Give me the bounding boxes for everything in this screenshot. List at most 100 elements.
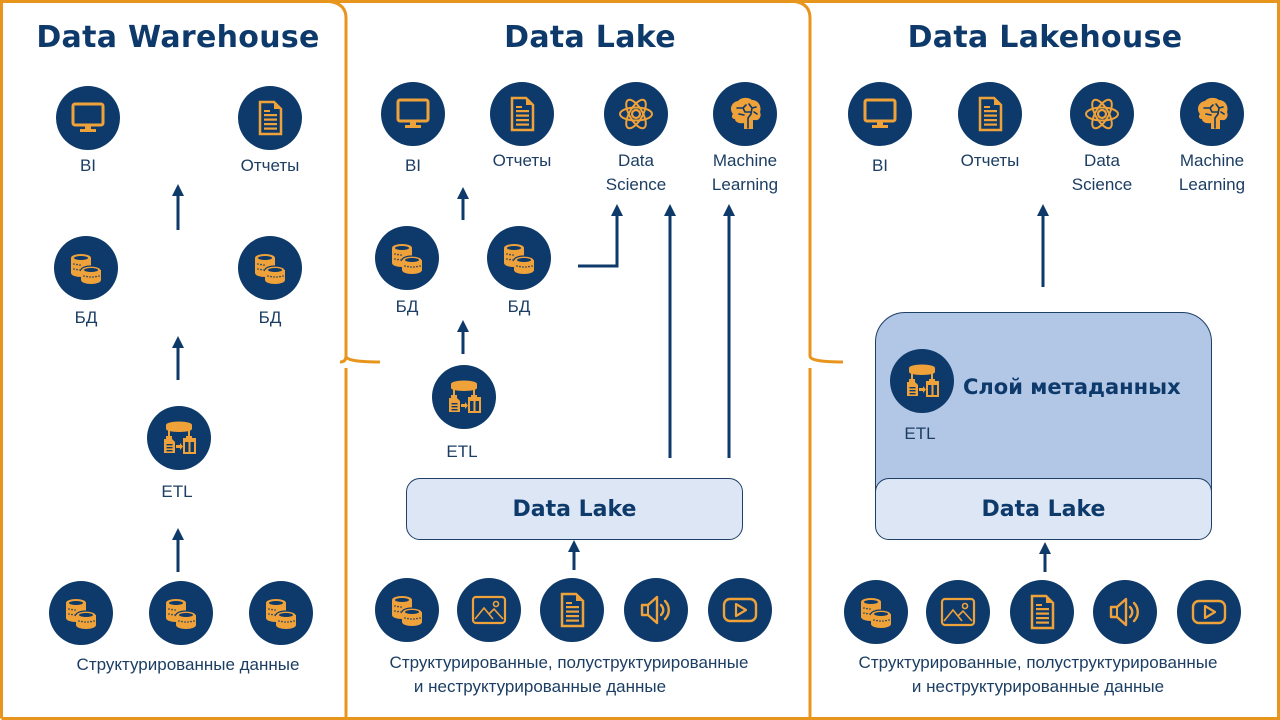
atom-icon xyxy=(616,94,656,134)
atom-icon xyxy=(1082,94,1122,134)
lakehouse-source-structured xyxy=(844,580,908,644)
warehouse-db-label-2: БД xyxy=(258,308,282,327)
speaker-icon xyxy=(636,590,676,630)
document-icon xyxy=(502,94,542,134)
document-icon xyxy=(970,94,1010,134)
lake-source-structured xyxy=(375,578,439,642)
lakehouse-sources-caption-1: Структурированные, полуструктурированные xyxy=(858,653,1218,672)
lakehouse-ml-label-1: Machine xyxy=(1179,151,1245,170)
warehouse-reports-node xyxy=(238,86,302,150)
document-icon xyxy=(1022,592,1062,632)
database-coins-icon xyxy=(856,592,896,632)
database-coins-icon xyxy=(261,593,301,633)
warehouse-etl-node xyxy=(147,406,211,470)
document-icon xyxy=(552,590,592,630)
lake-source-document xyxy=(540,578,604,642)
image-icon xyxy=(938,592,978,632)
lake-etl-label: ETL xyxy=(446,442,478,461)
warehouse-bi-label: BI xyxy=(79,156,97,175)
etl-icon xyxy=(444,377,484,417)
warehouse-db-node-2 xyxy=(238,236,302,300)
lake-bi-node xyxy=(381,82,445,146)
database-coins-icon xyxy=(387,238,427,278)
lake-source-audio xyxy=(624,578,688,642)
monitor-icon xyxy=(860,94,900,134)
lake-title: Data Lake xyxy=(504,20,676,55)
lake-bi-label: BI xyxy=(404,156,422,175)
warehouse-source-1 xyxy=(49,581,113,645)
lakehouse-datascience-label-1: Data xyxy=(1084,151,1120,170)
divider-left xyxy=(329,0,381,718)
warehouse-source-2 xyxy=(149,581,213,645)
lakehouse-ml-node xyxy=(1180,82,1244,146)
lake-sources-caption-2: и неструктурированные данные xyxy=(413,677,667,696)
lakehouse-source-video xyxy=(1177,580,1241,644)
lakehouse-reports-label: Отчеты xyxy=(960,151,1020,170)
lakehouse-source-document xyxy=(1010,580,1074,644)
warehouse-db-label-1: БД xyxy=(74,308,98,327)
document-icon xyxy=(250,98,290,138)
lake-db-node-2 xyxy=(487,226,551,290)
lakehouse-storage-title: Data Lake xyxy=(981,496,1106,522)
database-coins-icon xyxy=(66,248,106,288)
lakehouse-bi-node xyxy=(848,82,912,146)
speaker-icon xyxy=(1105,592,1145,632)
lakehouse-title: Data Lakehouse xyxy=(907,20,1183,55)
lake-ml-node xyxy=(713,82,777,146)
divider-right xyxy=(794,0,844,718)
brain-icon xyxy=(725,94,765,134)
lake-ml-label-1: Machine xyxy=(712,151,778,170)
lakehouse-source-image xyxy=(926,580,990,644)
lake-storage-box: Data Lake xyxy=(406,478,743,540)
lakehouse-datascience-node xyxy=(1070,82,1134,146)
divider-left-tick xyxy=(339,355,348,364)
lake-ml-label-2: Learning xyxy=(711,175,779,194)
lakehouse-datascience-label-2: Science xyxy=(1071,175,1133,194)
lakehouse-etl-node xyxy=(890,349,954,413)
database-coins-icon xyxy=(250,248,290,288)
etl-icon xyxy=(159,418,199,458)
lakehouse-ml-label-2: Learning xyxy=(1178,175,1246,194)
lake-sources-caption-1: Структурированные, полуструктурированные xyxy=(389,653,749,672)
monitor-icon xyxy=(68,98,108,138)
database-coins-icon xyxy=(161,593,201,633)
video-play-icon xyxy=(720,590,760,630)
warehouse-etl-label: ETL xyxy=(161,482,193,501)
arrow-db-to-datascience xyxy=(578,204,623,268)
warehouse-bi-node xyxy=(56,86,120,150)
lake-db-node-1 xyxy=(375,226,439,290)
video-play-icon xyxy=(1189,592,1229,632)
database-coins-icon xyxy=(387,590,427,630)
lake-datascience-node xyxy=(604,82,668,146)
etl-icon xyxy=(902,361,942,401)
database-coins-icon xyxy=(499,238,539,278)
lake-source-video xyxy=(708,578,772,642)
lake-db-label-2: БД xyxy=(507,297,531,316)
lakehouse-source-audio xyxy=(1093,580,1157,644)
lake-datascience-label-1: Data xyxy=(618,151,654,170)
database-coins-icon xyxy=(61,593,101,633)
lakehouse-etl-label: ETL xyxy=(904,424,936,443)
lake-source-image xyxy=(457,578,521,642)
lakehouse-storage-box: Data Lake xyxy=(875,478,1212,540)
lake-storage-title: Data Lake xyxy=(512,496,637,522)
lakehouse-reports-node xyxy=(958,82,1022,146)
lake-reports-node xyxy=(490,82,554,146)
warehouse-source-3 xyxy=(249,581,313,645)
lake-datascience-label-2: Science xyxy=(605,175,667,194)
monitor-icon xyxy=(393,94,433,134)
lake-db-label-1: БД xyxy=(395,297,419,316)
warehouse-sources-caption: Структурированные данные xyxy=(76,655,300,674)
warehouse-db-node-1 xyxy=(54,236,118,300)
lakehouse-bi-label: BI xyxy=(871,156,889,175)
warehouse-title: Data Warehouse xyxy=(36,20,320,55)
brain-icon xyxy=(1192,94,1232,134)
warehouse-reports-label: Отчеты xyxy=(240,156,300,175)
lake-etl-node xyxy=(432,365,496,429)
lake-reports-label: Отчеты xyxy=(492,151,552,170)
image-icon xyxy=(469,590,509,630)
metadata-layer-title: Слой метаданных xyxy=(963,375,1181,399)
